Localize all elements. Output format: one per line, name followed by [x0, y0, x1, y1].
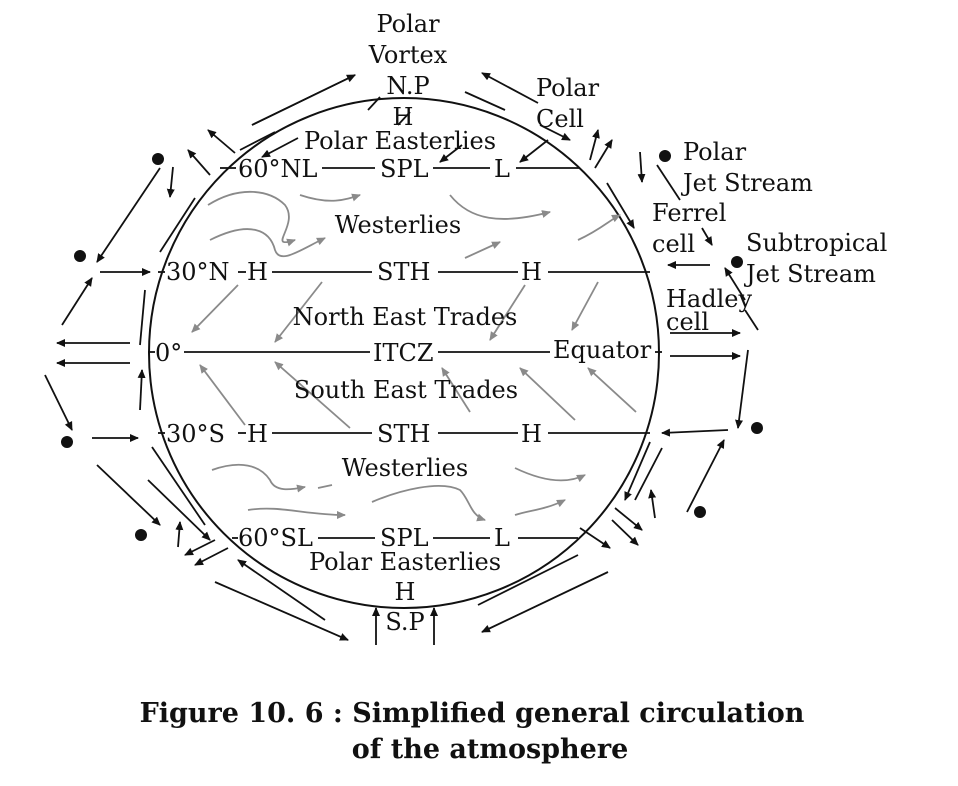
label-polar-vortex-2: Vortex: [368, 41, 448, 69]
label-lat-60n: 60°NL: [238, 155, 318, 183]
jet-dot: [731, 256, 743, 268]
westerlies-n-wind-3: [299, 193, 361, 202]
figure-caption: Figure 10. 6 : Simplified general circul…: [140, 698, 805, 765]
westerlies-s-wind-1: [211, 463, 306, 493]
jet-dot: [659, 150, 671, 162]
jet-dot: [751, 422, 763, 434]
label-westerlies-south: Westerlies: [342, 454, 468, 482]
label-lat-0: 0°: [155, 339, 182, 367]
westerlies-s-wind-5: [514, 467, 586, 483]
westerlies-n-wind-1: [207, 190, 296, 247]
label-north-pole: N.P: [386, 72, 429, 100]
label-lat-60s: 60°SL: [238, 524, 313, 552]
westerlies-s-wind-4: [371, 485, 486, 522]
label-polar-cell-2: Cell: [536, 105, 584, 133]
label-subtropical-jet-1: Subtropical: [746, 229, 887, 257]
westerlies-s-wind-2: [317, 484, 333, 489]
label-polar-cell-1: Polar: [536, 74, 600, 102]
globe-circle: [148, 97, 660, 609]
label-hadley-cell-2: cell: [666, 308, 709, 336]
label-high-30n-right: H: [521, 258, 542, 286]
label-polar-vortex-1: Polar: [376, 10, 440, 38]
caption-line-2: of the atmosphere: [352, 734, 629, 765]
se-trade-wind-4: [519, 367, 576, 421]
circulation-arrows: [44, 72, 759, 645]
ne-trade-wind-5: [571, 281, 599, 331]
ne-trade-wind-3: [464, 241, 501, 259]
westerlies-n-wind-2: [209, 228, 326, 258]
label-low-north: L: [494, 155, 510, 183]
se-trade-wind-2: [199, 364, 246, 426]
surface-wind-arrows: [191, 190, 637, 522]
label-polar-easterlies-south: Polar Easterlies: [309, 548, 501, 576]
westerlies-n-wind-4: [449, 194, 551, 220]
label-spl-north: SPL: [380, 155, 429, 183]
label-lat-30n: 30°N: [166, 258, 230, 286]
label-subtropical-jet-2: Jet Stream: [743, 260, 876, 288]
westerlies-s-wind-6: [514, 499, 566, 516]
label-polar-easterlies-north: Polar Easterlies: [304, 127, 496, 155]
label-high-south: H: [395, 578, 416, 606]
label-sth-south: STH: [377, 420, 430, 448]
label-lat-30s: 30°S: [166, 420, 225, 448]
label-spl-south: SPL: [380, 524, 429, 552]
label-polar-jet-2: Jet Stream: [680, 169, 813, 197]
label-itcz: ITCZ: [373, 339, 434, 367]
caption-line-1: Figure 10. 6 : Simplified general circul…: [140, 698, 805, 729]
diagram-labels: Polar Vortex N.P H Polar Easterlies 60°N…: [155, 10, 887, 636]
jet-dot: [694, 506, 706, 518]
se-trade-wind-1: [274, 361, 351, 429]
label-hadley-cell-1: Hadley: [666, 285, 752, 313]
jet-dot: [61, 436, 73, 448]
ne-trade-wind-1: [191, 284, 239, 333]
se-trade-wind-3: [441, 367, 471, 413]
label-equator: Equator: [553, 336, 652, 364]
label-se-trades: South East Trades: [294, 376, 518, 404]
label-ferrel-cell-1: Ferrel: [652, 199, 726, 227]
label-ferrel-cell-2: cell: [652, 230, 695, 258]
se-trade-wind-5: [587, 367, 637, 413]
label-high-30s-right: H: [521, 420, 542, 448]
label-low-south: L: [494, 524, 510, 552]
westerlies-n-wind-5: [577, 214, 621, 241]
label-westerlies-north: Westerlies: [335, 211, 461, 239]
ne-trade-wind-4: [489, 284, 526, 341]
label-high-30s-left: H: [247, 420, 268, 448]
jet-dot: [74, 250, 86, 262]
ne-trade-wind-2: [274, 281, 323, 343]
label-high-north: H: [393, 103, 414, 131]
label-sth-north: STH: [377, 258, 430, 286]
jet-dot: [135, 529, 147, 541]
jet-dot: [152, 153, 164, 165]
westerlies-s-wind-3: [247, 507, 346, 519]
label-ne-trades: North East Trades: [293, 303, 518, 331]
latitude-lines: [148, 167, 662, 539]
label-high-30n-left: H: [247, 258, 268, 286]
label-south-pole: S.P: [385, 608, 424, 636]
label-polar-jet-1: Polar: [683, 138, 747, 166]
jet-stream-dots: [61, 150, 763, 541]
